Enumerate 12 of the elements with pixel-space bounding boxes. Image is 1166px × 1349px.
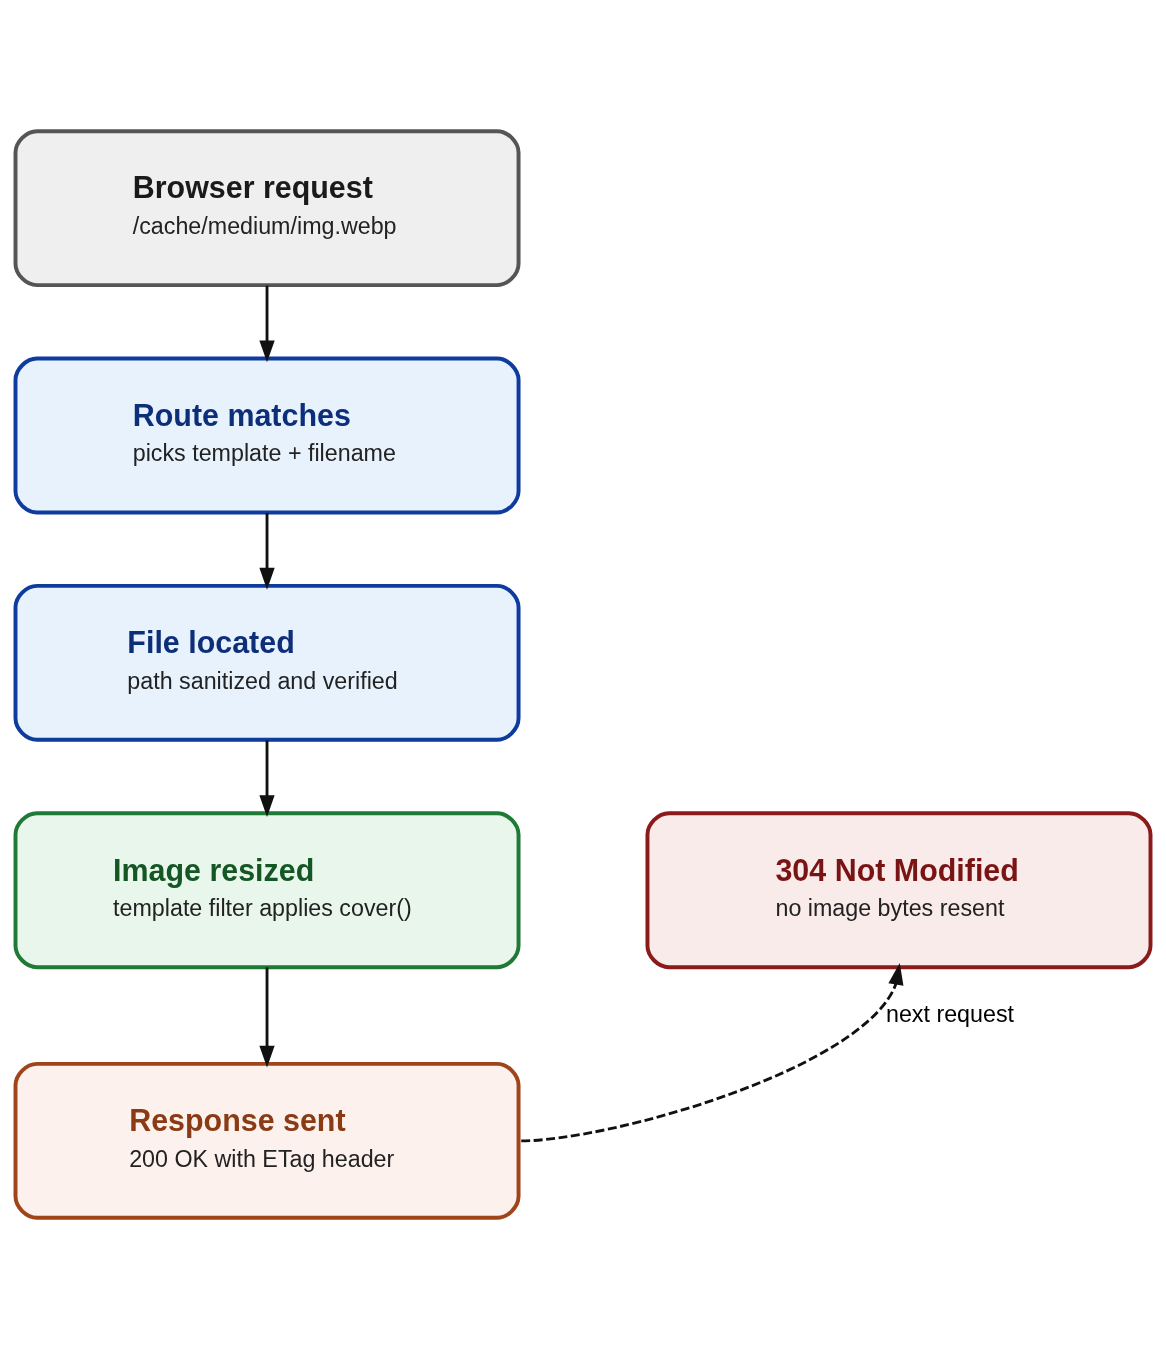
node-box: Route matches picks template + filename bbox=[13, 356, 521, 515]
node-box: Browser request /cache/medium/img.webp bbox=[13, 129, 521, 288]
arrow bbox=[259, 285, 275, 363]
arrow bbox=[259, 740, 275, 818]
edge-label: next request bbox=[885, 1000, 1015, 1027]
node-box: Response sent 200 OK with ETag header bbox=[13, 1061, 521, 1220]
node-box: Image resized template filter applies cover() bbox=[13, 811, 521, 970]
arrow bbox=[259, 513, 275, 590]
arrow bbox=[521, 962, 904, 1143]
arrow bbox=[259, 967, 275, 1068]
node-box: File located path sanitized and verified bbox=[13, 583, 521, 742]
node-box: 304 Not Modified no image bytes resent bbox=[645, 811, 1153, 970]
